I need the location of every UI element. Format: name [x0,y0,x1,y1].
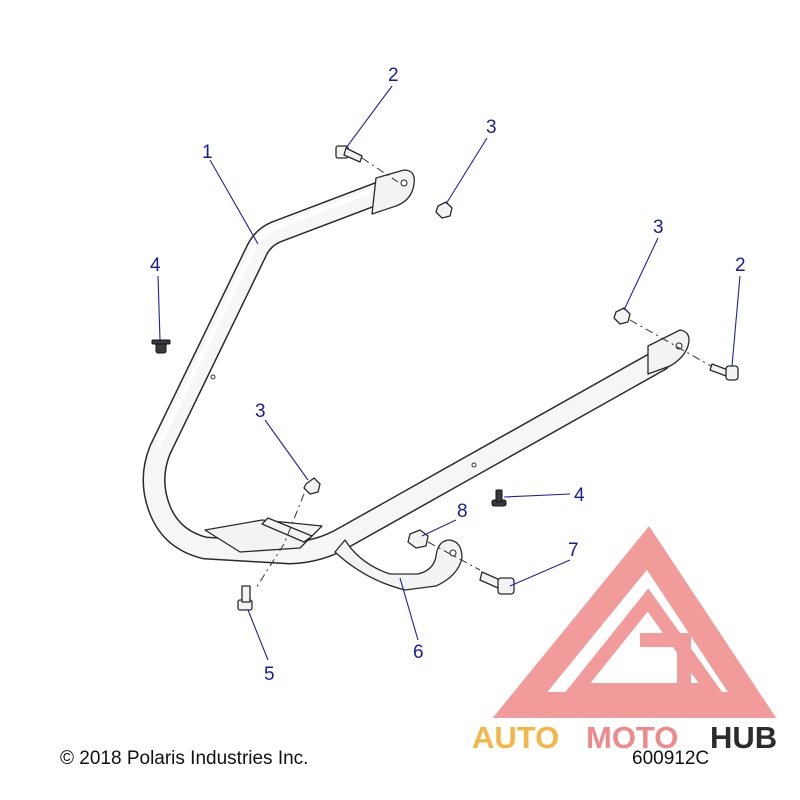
bolt-2-right [709,363,739,381]
callout-7: 7 [568,540,579,561]
callout-6: 6 [413,642,424,663]
rack-tube [142,169,690,565]
callout-8: 8 [457,501,468,522]
nut-8 [407,529,429,549]
bolt-2-left [335,145,363,163]
logo-text-auto: AUTO [472,720,559,755]
logo-text-hub: HUB [710,720,777,755]
nut-3-right [613,307,631,325]
callout-4-right: 4 [574,485,585,506]
bolt-7 [479,571,515,595]
callout-3-top: 3 [486,117,497,138]
nut-3-top [435,201,453,219]
part-code: 600912C [632,748,709,769]
bolt-5 [237,585,253,611]
callout-3-right: 3 [653,217,664,238]
callout-4-left: 4 [150,255,161,276]
logo-text-moto: MOTO [586,720,678,755]
callout-2-top: 2 [388,65,399,86]
copyright-text: © 2018 Polaris Industries Inc. [60,748,308,769]
callout-2-right: 2 [735,255,746,276]
callout-1: 1 [202,142,213,163]
callout-5: 5 [264,664,275,685]
leader-lines [157,85,741,661]
clip-4-right [491,489,507,507]
nut-3-middle [303,477,321,495]
cross-bracket [204,517,323,553]
automotohub-logo [492,526,777,718]
clip-4-left [151,339,171,354]
callout-3-middle: 3 [255,401,266,422]
brace-part-6 [334,539,463,591]
automotohub-wordmark: AUTO MOTO HUB [472,720,777,755]
